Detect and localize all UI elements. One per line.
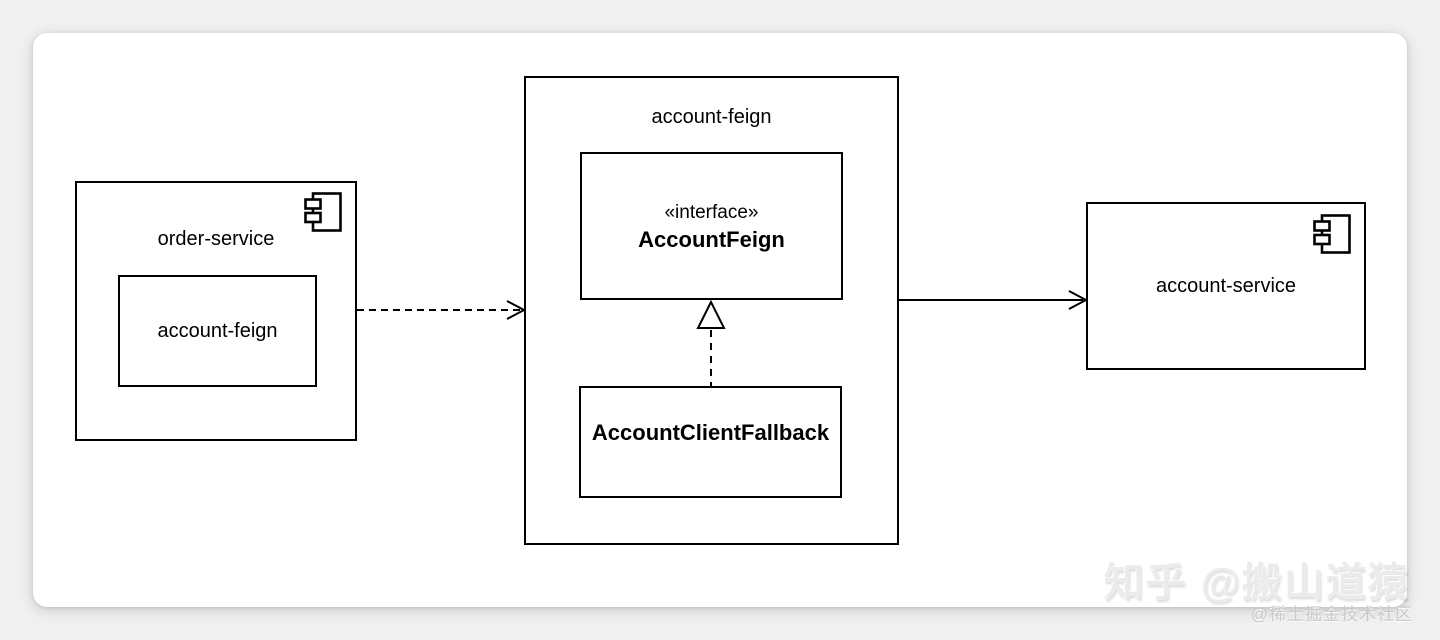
account-service-component: account-service xyxy=(1086,202,1366,370)
order-service-label: order-service xyxy=(157,228,275,250)
order-account-feign-label: account-feign xyxy=(157,320,278,342)
account-feign-interface-class: «interface» AccountFeign xyxy=(580,152,843,300)
order-account-feign-module: account-feign xyxy=(118,275,317,387)
account-client-fallback-class: AccountClientFallback xyxy=(579,386,842,498)
watermark-juejin: @稀土掘金技术社区 xyxy=(1250,605,1413,624)
interface-name: AccountFeign xyxy=(638,227,785,252)
service-call-arrow xyxy=(899,290,1089,310)
interface-stereotype: «interface» xyxy=(664,202,759,223)
order-service-component: order-service account-feign xyxy=(75,181,357,441)
watermark-zhihu: 知乎 @搬山道猿 xyxy=(1103,561,1410,605)
uml-component-icon xyxy=(304,192,342,232)
diagram-canvas: order-service account-feign account-feig… xyxy=(33,33,1407,607)
fallback-class-name: AccountClientFallback xyxy=(591,420,830,445)
dependency-arrow xyxy=(357,300,527,320)
account-feign-package-label: account-feign xyxy=(651,106,772,128)
account-service-label: account-service xyxy=(1155,275,1297,297)
uml-component-icon xyxy=(1313,214,1351,254)
